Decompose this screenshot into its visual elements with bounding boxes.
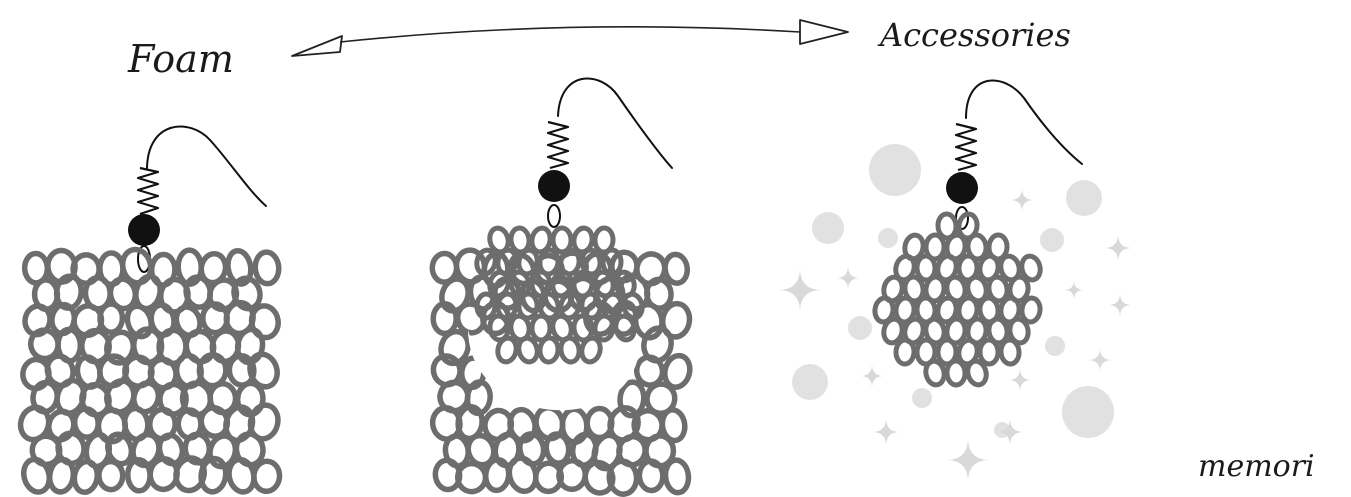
bead [128,214,160,246]
foam-cell [980,340,998,364]
earring-round-accessories [778,80,1132,482]
foam-cell [72,460,100,494]
sparkle-icon [946,438,990,482]
sparkle-icon [1108,293,1132,317]
earring-cut-step [430,78,693,496]
foam-cell [559,337,581,364]
foam-cell [664,459,690,494]
foam-cell [249,304,280,340]
foam-cell [539,337,559,362]
spring-coil [138,168,158,214]
label-foam: Foam [127,37,234,81]
spring-coil [548,122,568,168]
foam-cut-mesh [430,226,693,496]
ear-hook [558,78,672,168]
foam-cell [924,359,947,386]
foam-cell [98,461,123,490]
bubble-icon [1062,386,1114,438]
bubble-icon [912,388,932,408]
sparkle-icon [778,268,822,312]
bead [538,170,570,202]
bubble-icon [869,144,921,196]
sparkle-icon [1008,368,1032,392]
foam-cell [896,340,915,365]
sparkle-icon [1064,280,1084,300]
ear-hook [966,80,1082,164]
jump-ring [548,205,560,227]
bubble-icon [878,228,898,248]
foam-round-mesh [873,213,1042,387]
double-arrow [292,20,848,56]
bubble-icon [1040,228,1064,252]
spring-coil [956,124,976,170]
sparkle-icon [836,266,860,290]
bead [946,172,978,204]
bubble-icon [792,364,828,400]
sparkle-icon [1010,188,1034,212]
foam-cell [48,458,76,494]
foam-cell [947,361,966,386]
foam-cell [664,253,689,284]
signature: memori [1198,449,1315,484]
sparkle-icon [860,364,884,388]
label-accessories: Accessories [877,16,1071,54]
bubble-icon [812,212,844,244]
earring-foam-square [17,127,282,496]
sparkle-icon [1104,234,1132,262]
sparkle-icon [1088,348,1112,372]
foam-square-mesh [17,246,282,495]
ear-hook [147,127,266,206]
foam-cell [253,460,281,492]
bubble-icon [1066,180,1102,216]
sparkle-icon [872,418,900,446]
foam-cell [1000,339,1020,364]
foam-cell [496,336,519,363]
bubble-icon [848,316,872,340]
foam-cell [254,251,280,284]
sparkle-icon [996,418,1024,446]
bubble-icon [1045,336,1065,356]
